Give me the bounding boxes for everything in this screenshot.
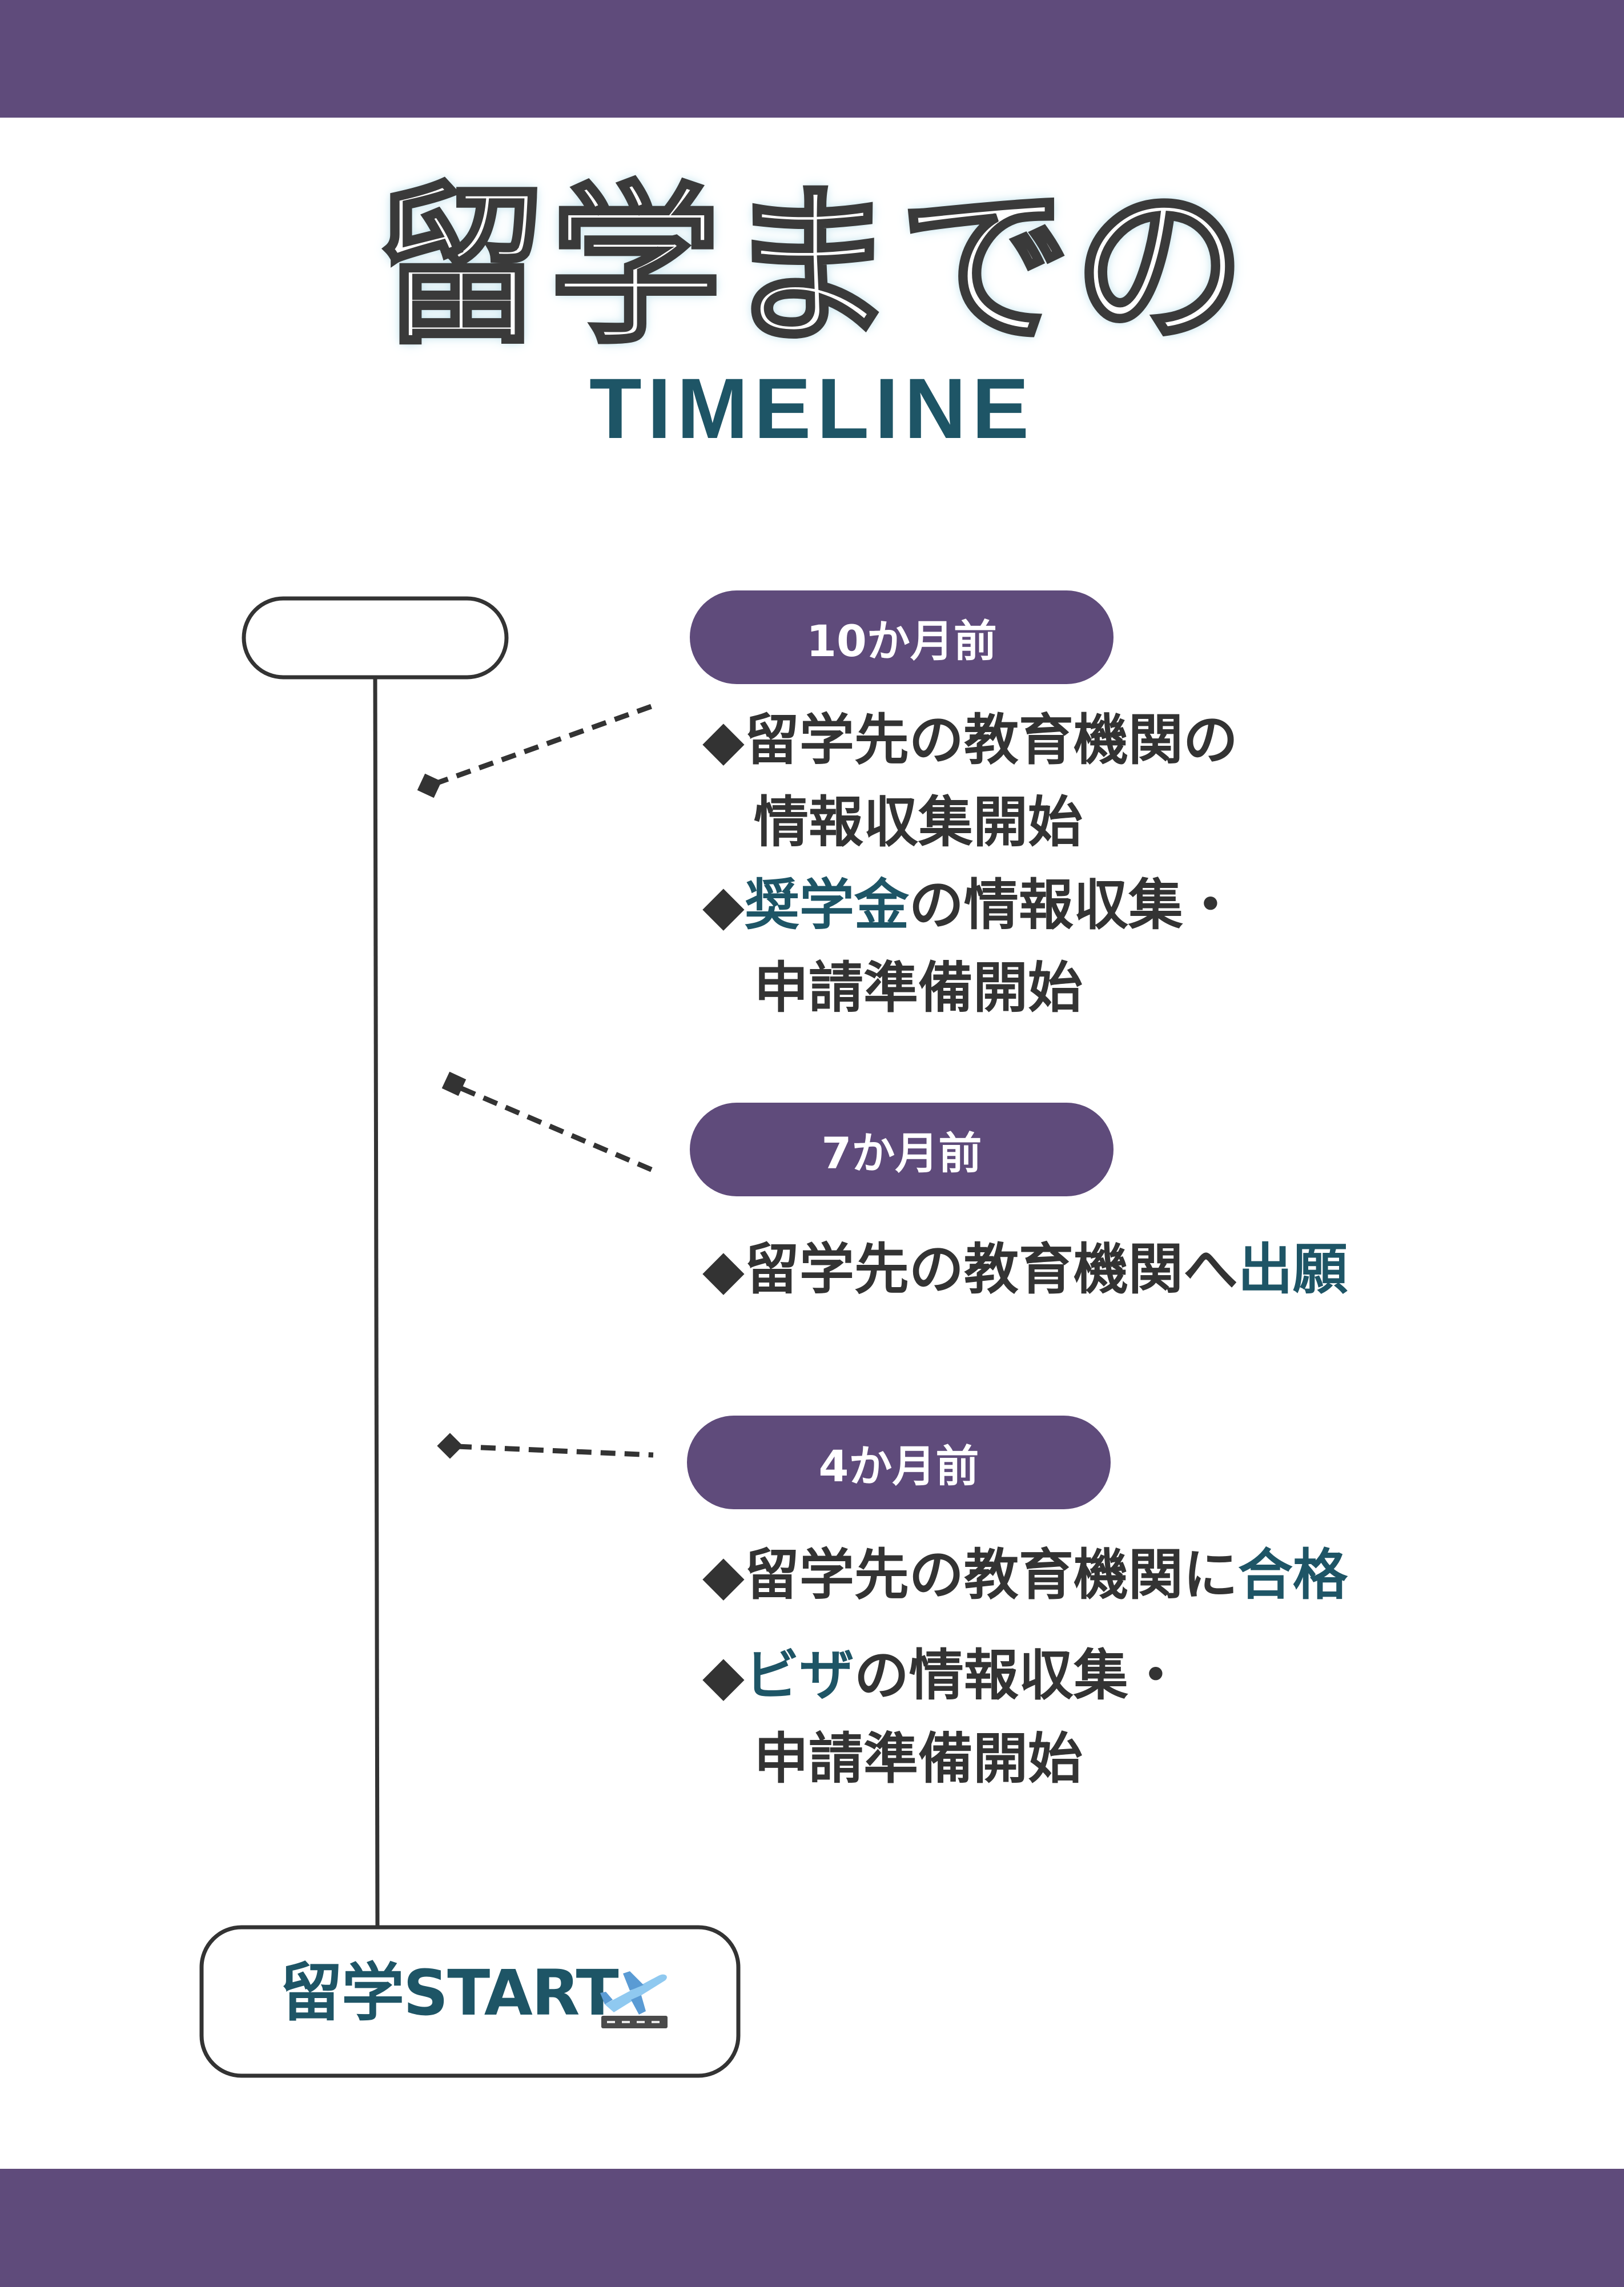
connector-10-months-diamond	[417, 773, 442, 798]
connector-4-months	[456, 1444, 654, 1458]
milestone-badge-7-months: 7か月前	[690, 1103, 1114, 1196]
item-text: 留学先の教育機関の	[744, 708, 1238, 772]
start-box	[199, 1925, 741, 2078]
milestone-10-item-1-continuation: 情報収集開始	[754, 790, 1083, 854]
timeline-axis	[373, 677, 380, 1928]
diamond-bullet-icon: ◆	[702, 1643, 745, 1707]
top-band	[0, 0, 1624, 118]
item-text: の情報収集・	[909, 873, 1238, 937]
diamond-bullet-icon: ◆	[702, 873, 745, 937]
milestone-4-item-2-continuation: 申請準備開始	[754, 1727, 1083, 1791]
connector-7-months-diamond	[441, 1071, 467, 1096]
item-highlight: 合格	[1237, 1543, 1348, 1607]
item-text: 留学先の教育機関へ	[744, 1237, 1238, 1301]
milestone-4-item-2: ◆ビザの情報収集・	[702, 1648, 1183, 1703]
diamond-bullet-icon: ◆	[702, 708, 745, 772]
item-text: の情報収集・	[854, 1643, 1183, 1707]
milestone-badge-10-months: 10か月前	[690, 590, 1114, 684]
milestone-10-item-2-continuation: 申請準備開始	[754, 956, 1083, 1020]
diamond-bullet-icon: ◆	[702, 1543, 745, 1607]
connector-4-months-diamond	[437, 1433, 463, 1459]
connector-7-months	[460, 1086, 659, 1175]
milestone-10-item-2: ◆奨学金の情報収集・	[702, 878, 1238, 933]
timeline-top-cap	[242, 596, 509, 680]
milestone-badge-4-months: 4か月前	[687, 1416, 1111, 1509]
item-highlight: 出願	[1237, 1237, 1348, 1301]
milestone-10-item-1: ◆留学先の教育機関の	[702, 713, 1238, 767]
item-highlight: 奨学金	[744, 873, 909, 937]
start-label: 留学START	[280, 1956, 619, 2029]
title-japanese: 留学までの	[373, 167, 1249, 367]
title-english: TIMELINE	[589, 360, 1035, 456]
item-text: 留学先の教育機関に	[744, 1543, 1238, 1607]
diamond-bullet-icon: ◆	[702, 1237, 745, 1301]
airplane-departure-icon	[600, 1971, 668, 2028]
milestone-4-item-1: ◆留学先の教育機関に合格	[702, 1548, 1348, 1602]
item-highlight: ビザ	[744, 1643, 854, 1707]
milestone-7-item-1: ◆留学先の教育機関へ出願	[702, 1242, 1348, 1297]
bottom-band	[0, 2169, 1624, 2287]
connector-10-months	[433, 701, 659, 787]
